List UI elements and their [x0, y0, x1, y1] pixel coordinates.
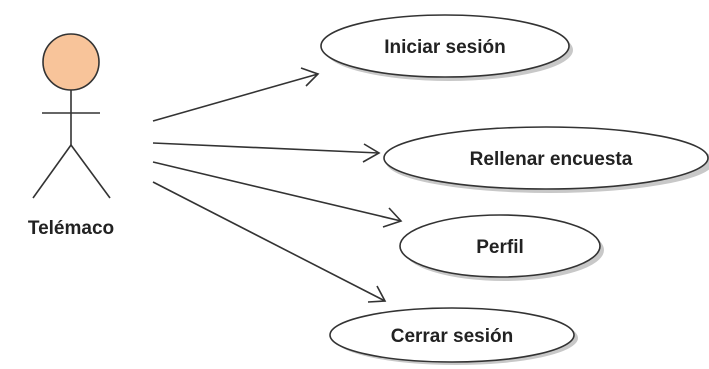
arrowhead [382, 207, 403, 228]
arrowhead [362, 143, 381, 163]
use-case-label: Iniciar sesión [384, 37, 505, 58]
arrowhead [367, 285, 387, 303]
association-line [152, 161, 402, 222]
association-rellenar [152, 142, 381, 163]
association-cerrar [152, 181, 387, 303]
use-case-cerrar-sesion[interactable]: Cerrar sesión [329, 307, 578, 365]
use-case-rellenar-encuesta[interactable]: Rellenar encuesta [383, 126, 709, 193]
association-perfil [152, 161, 403, 228]
use-case-perfil[interactable]: Perfil [399, 214, 604, 281]
use-case-ellipse [320, 14, 570, 78]
actor-name-label: Telémaco [28, 218, 114, 239]
use-case-iniciar-sesion[interactable]: Iniciar sesión [320, 14, 573, 81]
association-line [152, 181, 386, 302]
actor-right-leg [70, 144, 111, 199]
association-line [152, 142, 380, 154]
use-case-ellipse [399, 214, 601, 278]
association-iniciar [152, 67, 320, 122]
use-case-label: Cerrar sesión [391, 326, 514, 347]
actor-telemaco[interactable]: Telémaco [28, 33, 114, 239]
actor-left-leg [32, 144, 72, 199]
use-case-ellipse [383, 126, 709, 190]
use-case-ellipse [329, 307, 575, 363]
use-case-label: Rellenar encuesta [470, 149, 633, 170]
actor-head [42, 33, 100, 91]
arrowhead [300, 67, 320, 87]
association-line [152, 73, 319, 122]
use-case-label: Perfil [476, 237, 524, 258]
